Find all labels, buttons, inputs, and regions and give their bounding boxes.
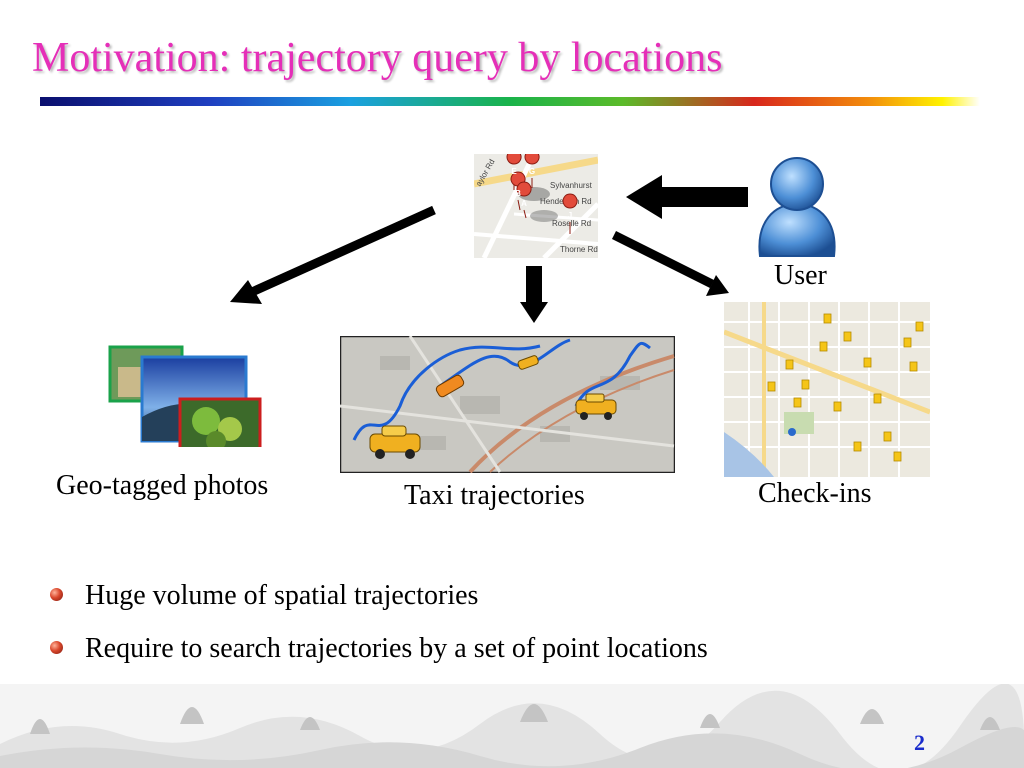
bullet-icon [50,641,63,655]
taxi-icon [369,425,421,459]
map-street-label: Thorne Rd [560,245,598,254]
bullet-text: Huge volume of spatial trajectories [85,580,479,611]
trajectory-line [439,338,571,388]
taxi-icon [575,393,617,420]
user-icon [758,157,836,257]
taxi-trajectories-image [340,336,675,473]
map-pin-letter: A [521,199,527,208]
map-pin-letter: J [568,211,572,220]
arrow-to-taxi [520,266,548,323]
bullet-item: Huge volume of spatial trajectories [50,580,478,612]
bullet-item: Require to search trajectories by a set … [50,633,708,665]
bullet-text: Require to search trajectories by a set … [85,633,708,664]
page-number: 2 [914,730,925,755]
query-map-image: Sylvanhurst Henderson Rd Roselle Rd Thor… [474,154,598,258]
trajectory-line [352,344,541,441]
bullet-icon [50,588,63,602]
photos-label: Geo-tagged photos [56,470,269,501]
map-street-label: Sylvanhurst [550,181,593,190]
taxi-icon [517,355,539,370]
taxi-icon [435,374,465,398]
map-pin-letter: G [529,167,535,176]
arrow-to-photos [230,205,436,304]
map-pin-letter: E [511,167,517,176]
checkins-label: Check-ins [758,478,872,509]
slide-title: Motivation: trajectory query by location… [32,35,723,81]
arrow-user-to-map [626,175,748,219]
arrows-layer [230,175,748,323]
map-street-label: Roselle Rd [552,219,591,228]
title-underline-bar [40,97,980,106]
arrow-to-checkins [611,230,729,296]
user-label: User [774,260,827,291]
checkins-map-image [724,302,930,477]
landscape-footer-image [0,684,1024,768]
taxi-label: Taxi trajectories [404,480,585,511]
map-pin-letter: B [515,189,521,198]
map-pin-icon [506,154,578,234]
geo-tagged-photos-image [108,345,262,447]
trajectory-line [574,341,651,407]
